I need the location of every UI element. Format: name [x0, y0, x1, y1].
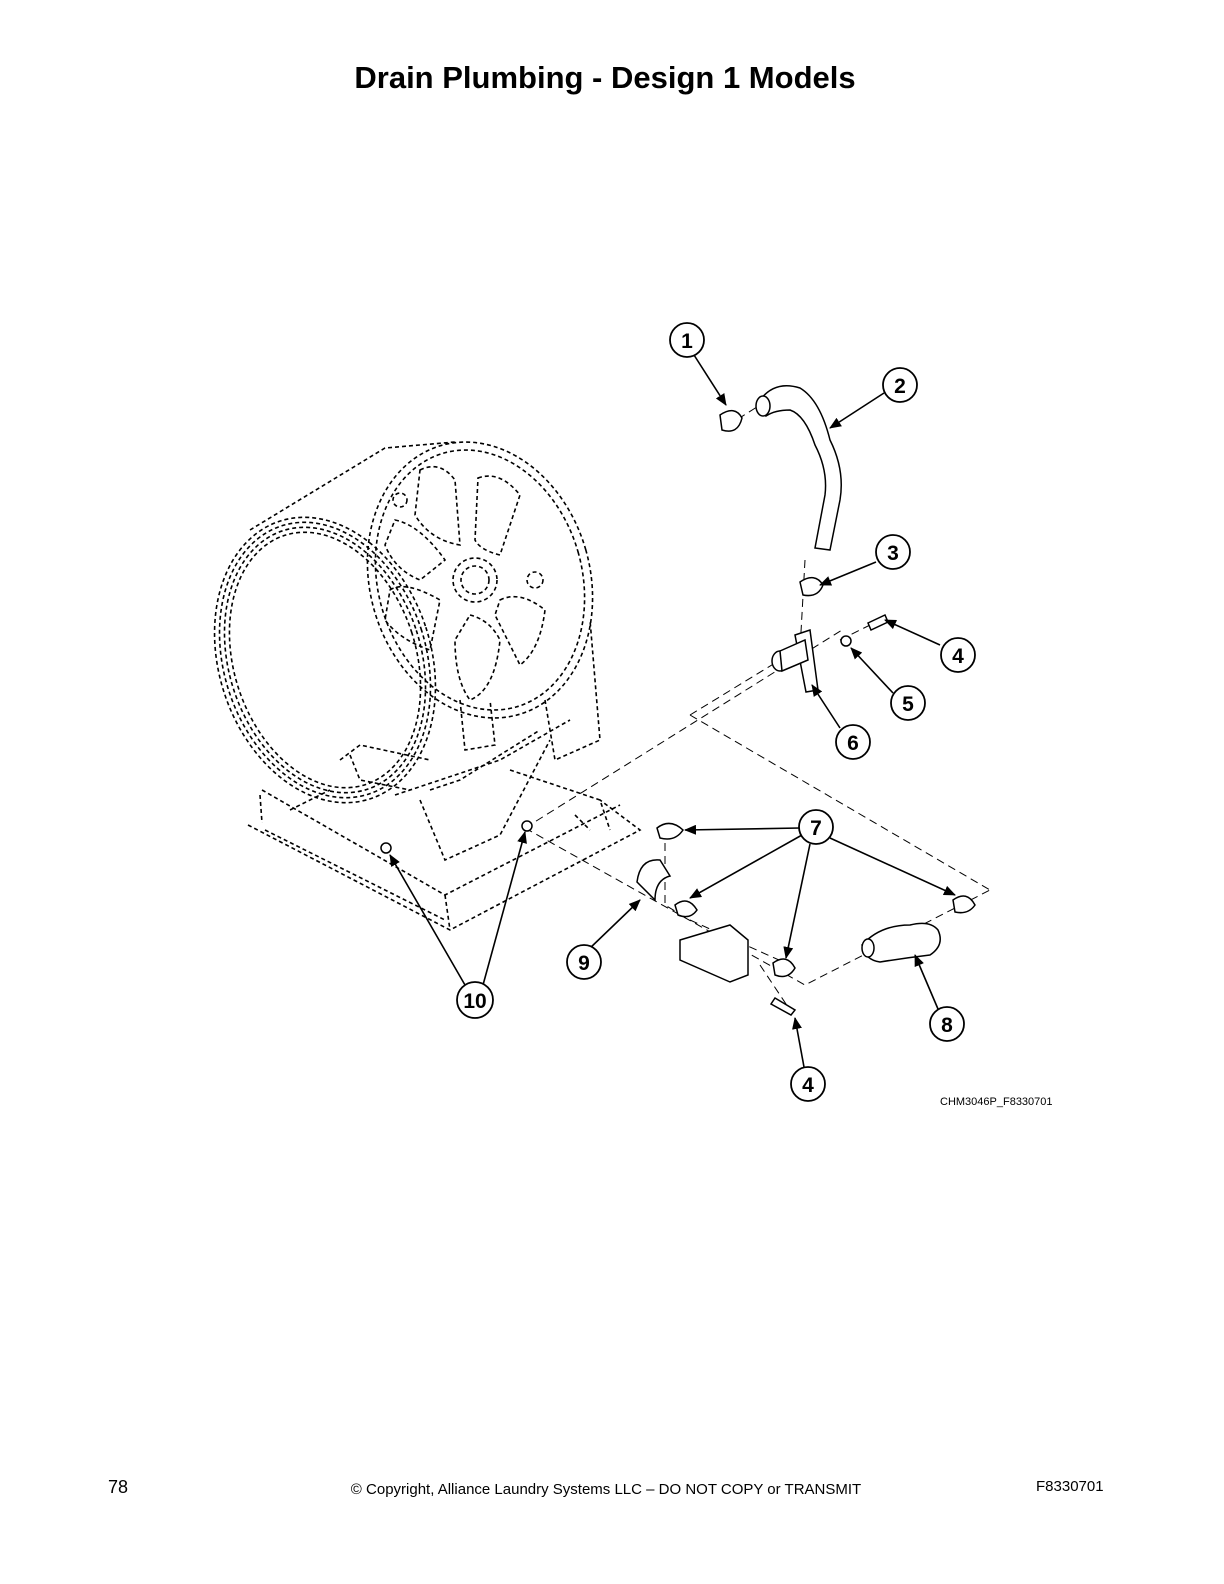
svg-text:10: 10: [463, 990, 486, 1013]
callout-1: 1: [669, 322, 705, 358]
svg-text:3: 3: [887, 542, 899, 565]
screw-4-lower: [769, 996, 797, 1016]
drain-hose-upper: [759, 385, 842, 551]
washer-5: [840, 635, 852, 647]
svg-text:6: 6: [847, 732, 859, 755]
hose-clamp-1: [719, 409, 743, 432]
rear-spider-plate: [366, 441, 594, 719]
callout-2: 2: [882, 367, 918, 403]
leader-lines: [389, 354, 956, 1068]
callout-5: 5: [890, 685, 926, 721]
callout-4-lower: 4: [790, 1066, 826, 1102]
svg-text:4: 4: [802, 1074, 814, 1097]
screw-4-upper: [867, 613, 889, 632]
svg-text:5: 5: [902, 693, 914, 716]
hose-clamp-7a: [656, 822, 684, 840]
svg-text:8: 8: [941, 1014, 953, 1037]
callout-8: 8: [929, 1006, 965, 1042]
copyright-notice: © Copyright, Alliance Laundry Systems LL…: [350, 1481, 862, 1498]
drain-hose-8: [861, 922, 941, 963]
elbow-9: [636, 859, 672, 902]
svg-text:2: 2: [894, 375, 906, 398]
drum-front-ring: [213, 516, 437, 804]
callouts: 1 2 3 4 5 6 7 8 9 10 4: [456, 322, 976, 1102]
figure-code: CHM3046P_F8330701: [940, 1096, 1053, 1108]
callout-9: 9: [566, 944, 602, 980]
page-title: Drain Plumbing - Design 1 Models: [354, 60, 856, 95]
fastener-10a: [380, 842, 392, 854]
page-number: 78: [108, 1477, 129, 1497]
callout-3: 3: [875, 534, 911, 570]
parts: [380, 385, 976, 1016]
fastener-10b: [521, 820, 533, 832]
svg-text:1: 1: [681, 330, 693, 353]
svg-text:7: 7: [810, 817, 822, 840]
hose-clamp-3: [799, 576, 824, 597]
callout-10: 10: [456, 981, 494, 1019]
machine-phantom-outline: [213, 441, 642, 931]
document-code: F8330701: [1036, 1478, 1104, 1495]
callout-6: 6: [835, 724, 871, 760]
hose-clamp-7c: [772, 958, 796, 978]
hose-clamp-7d: [952, 895, 976, 914]
hub: [452, 557, 498, 603]
callout-7: 7: [798, 809, 834, 845]
base-frame: [247, 799, 642, 931]
callout-4-upper: 4: [940, 637, 976, 673]
svg-text:9: 9: [578, 952, 590, 975]
svg-text:4: 4: [952, 645, 964, 668]
drain-valve: [679, 924, 749, 983]
hose-clamp-7b: [674, 900, 698, 918]
